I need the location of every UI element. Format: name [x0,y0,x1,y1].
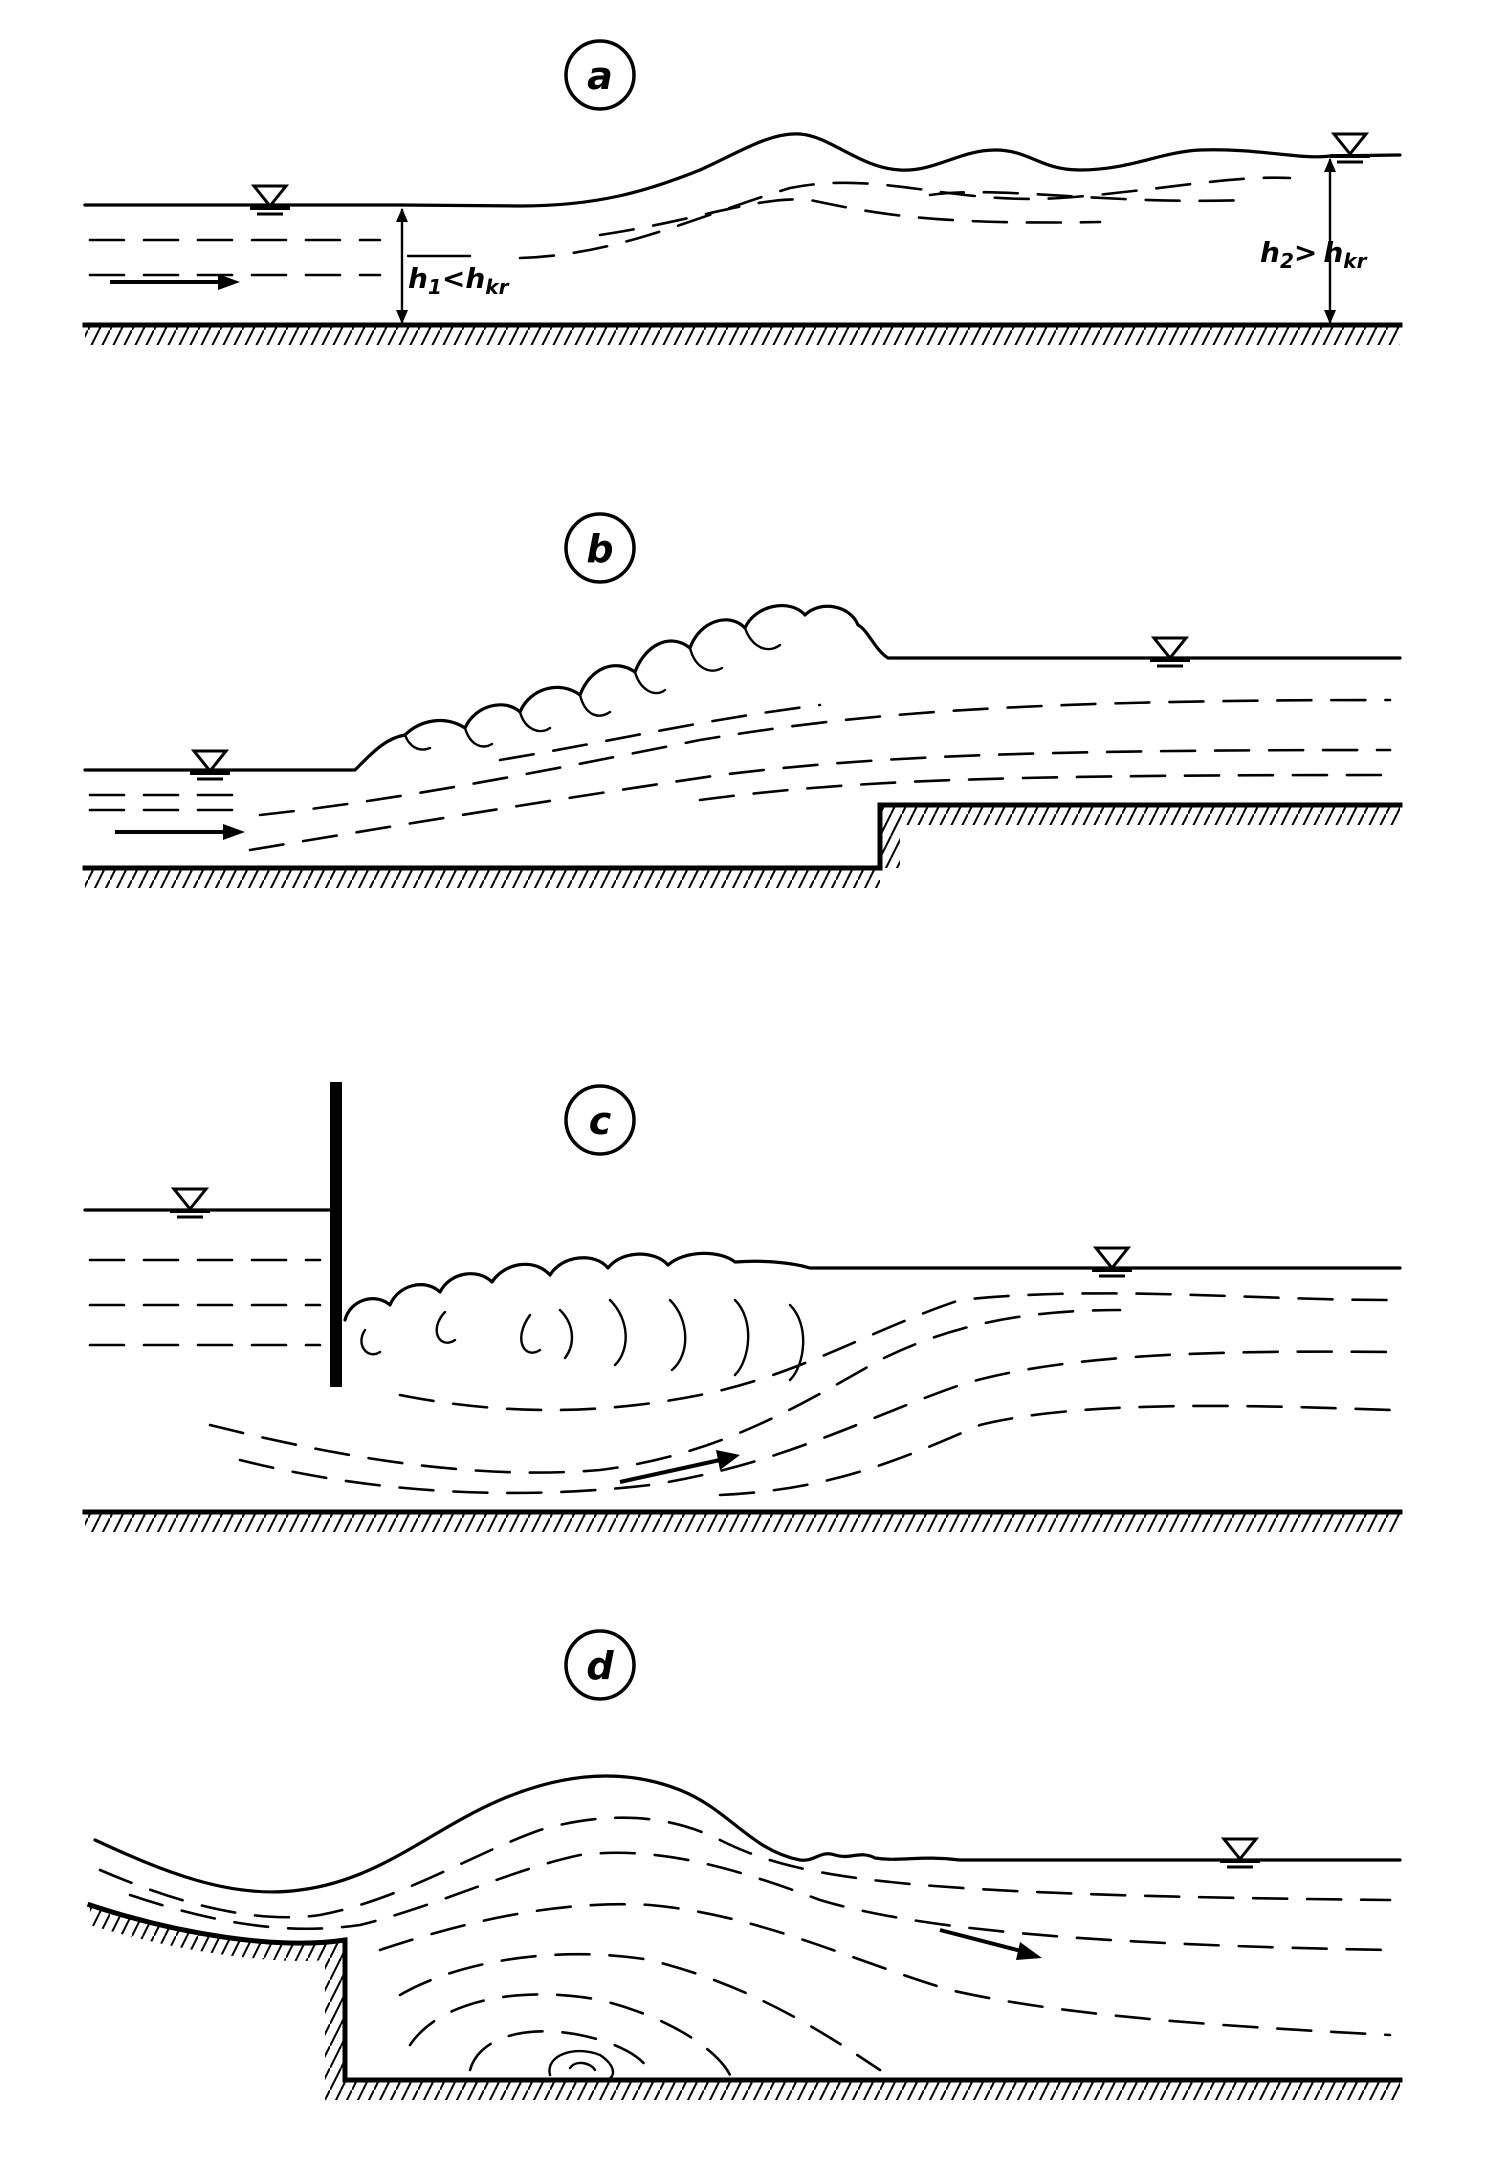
panel-c-water-level-icon [168,1187,212,1219]
panel-a-h2-arrowhead [1324,158,1336,172]
panel-b-water-surface-roller [83,604,1402,772]
panel-a-h2-arrowhead [1324,310,1336,324]
panel-a: a h1<hkr h2>hkr [82,39,1403,345]
panel-c-flowline [718,1404,1392,1497]
panel-b-roller-curls [403,626,782,751]
panel-d-flowline [398,1952,882,2072]
panel-a-flow-arrow-icon [110,274,240,290]
panel-a-h1-label: h1<hkr [408,262,510,299]
panel-b-flowline [498,703,822,762]
panel-b-bed-hatch [85,868,880,888]
panel-b-water-level-icon [1148,636,1192,668]
panel-a-label: a [587,54,613,98]
panel-d-bed-hatch [90,1905,1400,2100]
panel-a-flowline [928,190,1252,203]
panel-a-h1-arrowhead [396,310,408,324]
panel-d-flow-arrow-icon [939,1928,1042,1960]
panel-b-bed [82,802,1403,871]
panel-d-bed [86,1901,1403,2083]
panel-a-water-level-icon [1328,132,1372,164]
panel-c-circle [564,1084,636,1156]
panel-d-label: d [586,1644,614,1688]
panel-c-water-surface-roller [343,1251,1402,1322]
panel-b-flowline [258,698,1392,817]
panel-c-bed-hatch [85,1512,1400,1532]
panel-c: c [82,1082,1403,1532]
panel-c-flow-arrow-icon [619,1450,740,1484]
panel-b-flowline [698,773,1392,802]
panel-b: b [82,512,1403,888]
panel-c-sluice-gate [330,1082,342,1387]
panel-d-flowline [378,1902,1392,2037]
panel-c-flowline [238,1350,1392,1495]
panel-a-flowline [518,176,1292,260]
panel-a-water-surface [83,132,1402,208]
panel-a-h1-arrowhead [396,208,408,222]
panel-a-flowline [598,198,1102,237]
panel-c-roller-curls [360,1298,805,1382]
panel-d-flowline [128,1851,1392,1952]
panel-b-bed-hatch [900,805,1400,825]
panel-a-h2-label: h2>hkr [1260,236,1368,273]
panel-c-label: c [589,1099,612,1143]
panel-d-eddy [548,2049,615,2080]
panel-c-flowline [398,1292,1392,1412]
panel-d-circle [564,1629,636,1701]
panel-d-water-level-icon [1218,1837,1262,1869]
panel-a-water-level-icon [248,184,292,216]
panel-a-bed-hatch [85,325,1400,345]
panel-d-water-surface [93,1774,1402,1894]
panel-b-circle [564,512,636,584]
panel-a-circle [564,39,636,111]
panel-b-water-level-icon [188,749,232,781]
panel-b-label: b [586,527,613,571]
panel-b-step-hatch [880,805,900,868]
panel-c-water-level-icon [1090,1246,1134,1278]
panel-b-flowline [248,748,1392,852]
panel-d: d [86,1629,1403,2100]
panel-c-flowline [208,1308,1122,1474]
panel-b-flow-arrow-icon [115,824,245,840]
panel-d-flowline [408,1993,732,2077]
panel-d-flowline [468,2030,652,2077]
panel-d-flowline [98,1816,1392,1919]
